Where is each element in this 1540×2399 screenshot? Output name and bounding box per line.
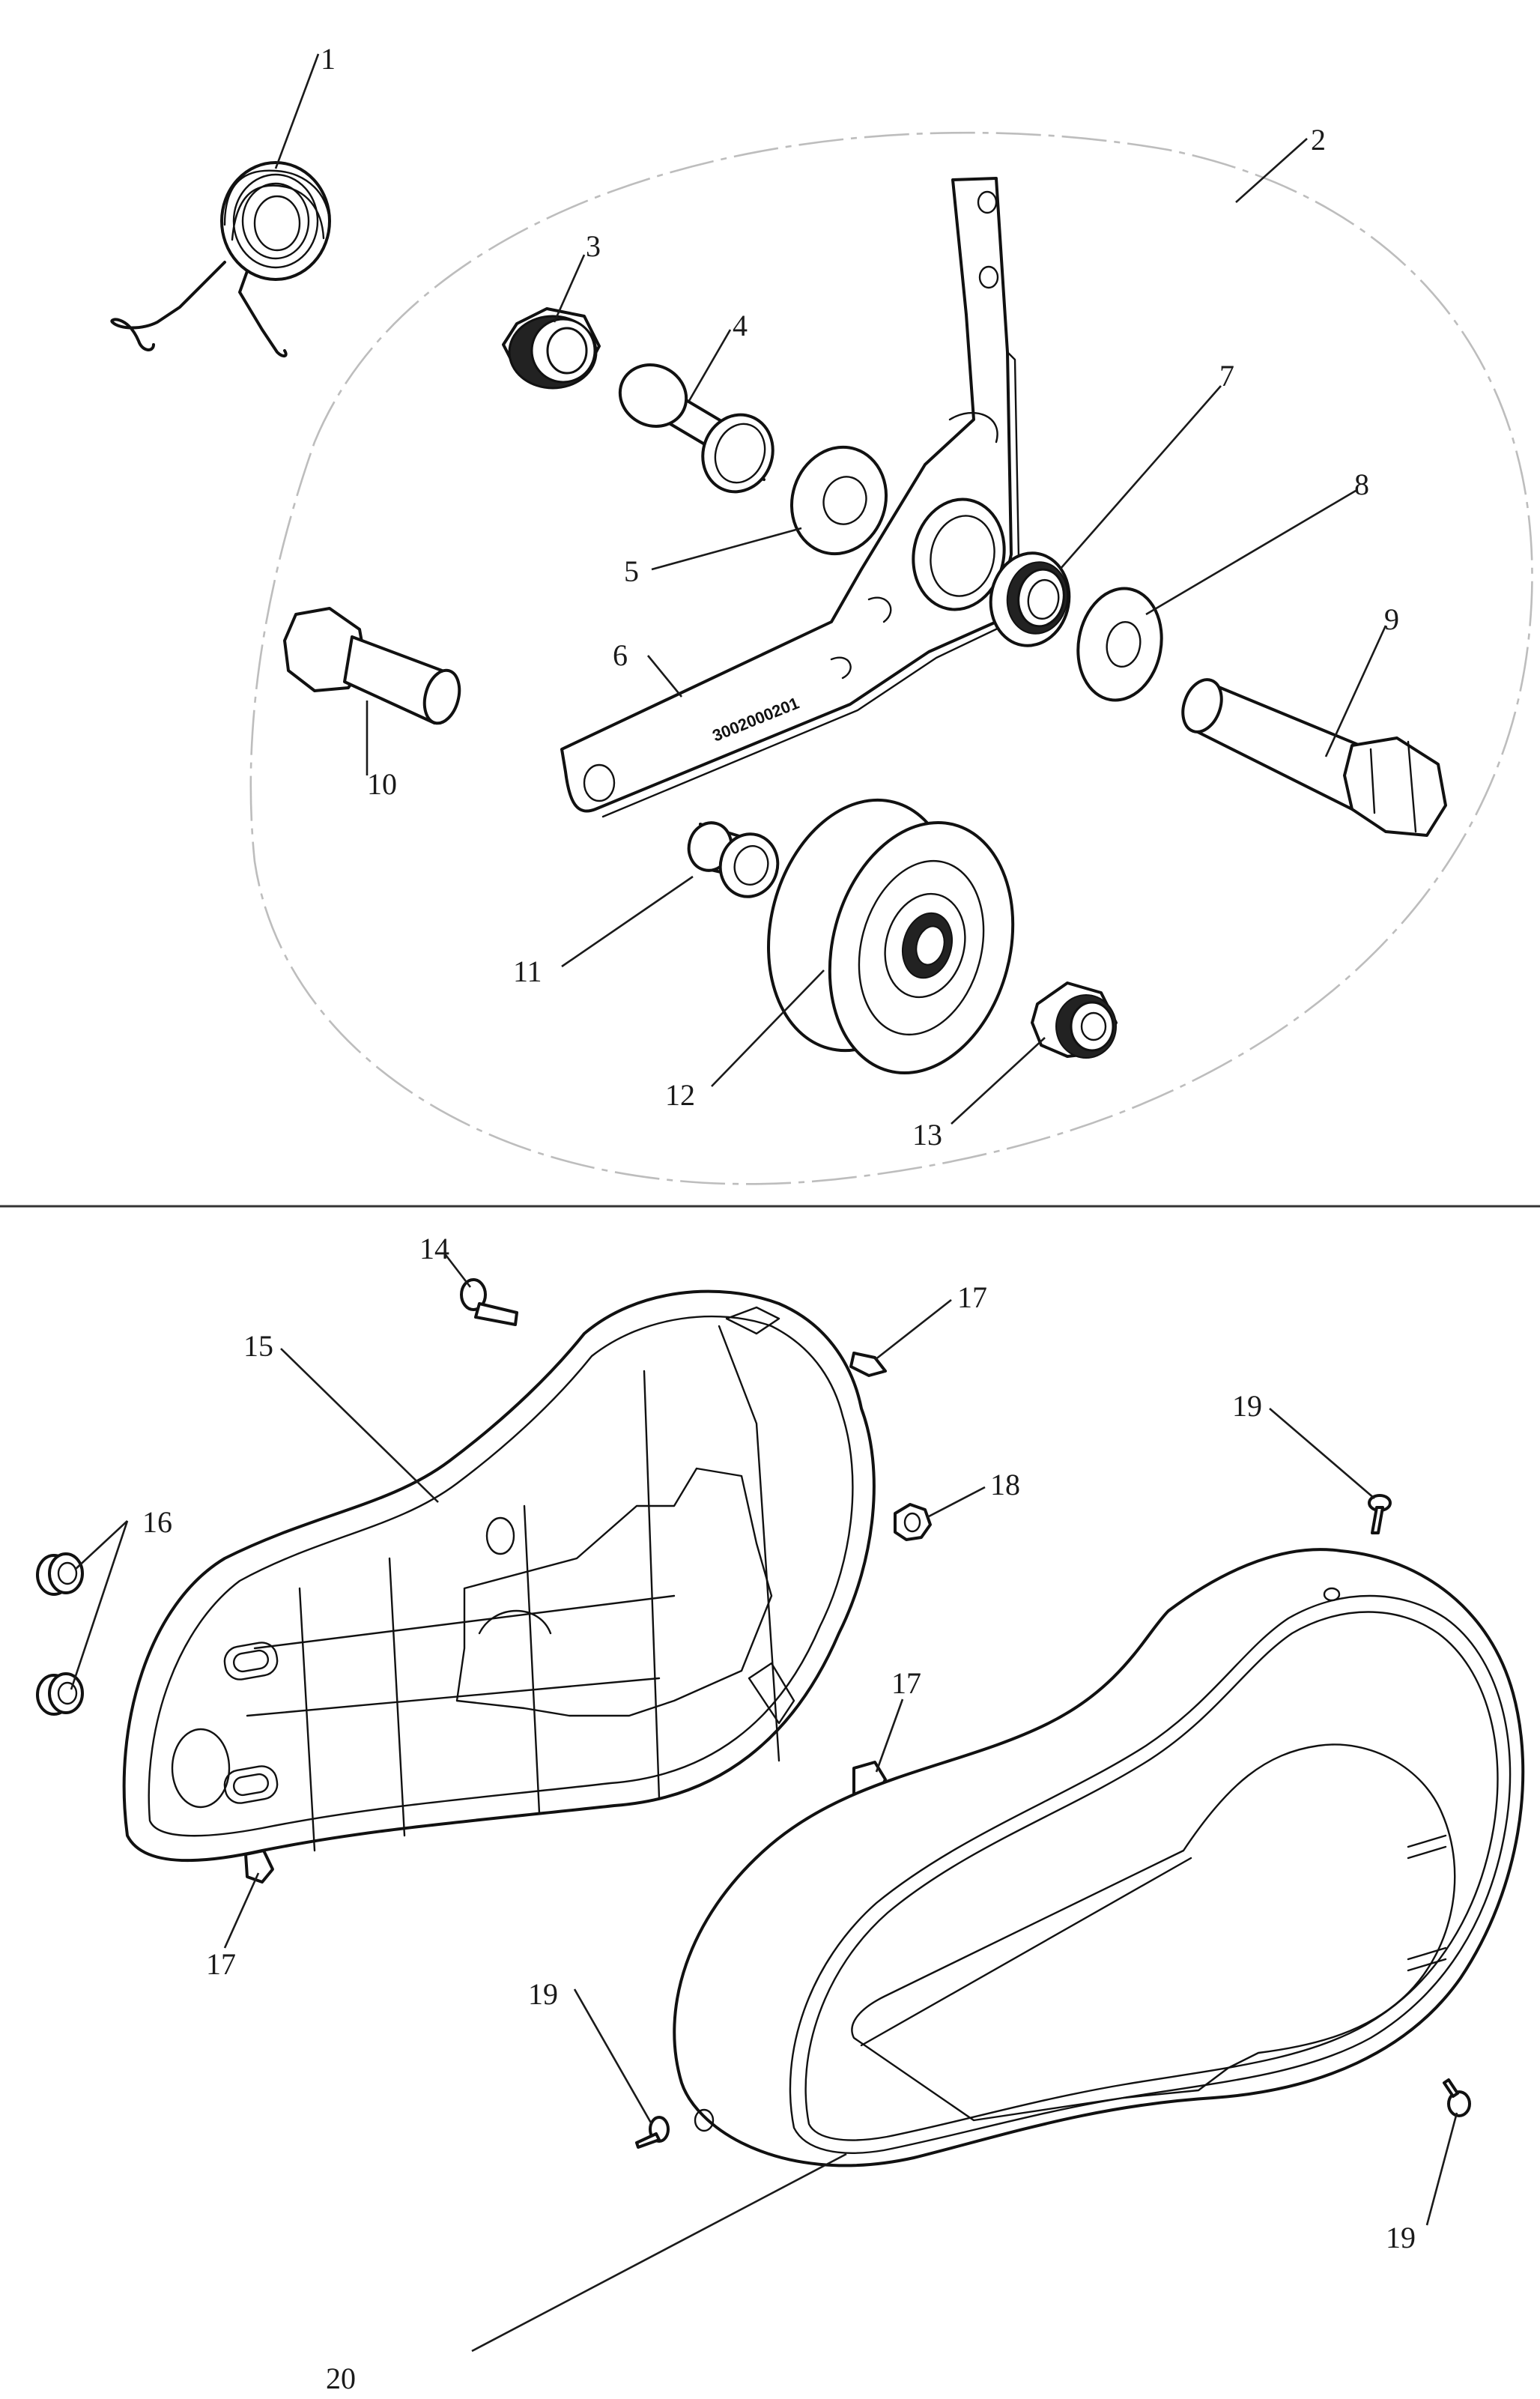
- callout-20: 20: [326, 2362, 356, 2395]
- flat-washer-5: [789, 445, 888, 556]
- rubber-bushings: [36, 1552, 84, 1716]
- callout-11: 11: [513, 955, 542, 988]
- callout-19-top: 19: [1232, 1389, 1262, 1423]
- callout-15: 15: [243, 1329, 273, 1363]
- inner-belt-guard: [122, 1289, 876, 1863]
- callout-12: 12: [665, 1078, 695, 1112]
- screw-top-right: [1368, 1494, 1392, 1534]
- speed-clip-bottom: [244, 1849, 274, 1884]
- flange-nut: [894, 1503, 932, 1541]
- flat-washer-8: [1076, 587, 1163, 702]
- speed-clip-top: [849, 1352, 887, 1377]
- callout-17-middle: 17: [891, 1666, 921, 1700]
- callout-7: 7: [1219, 359, 1234, 393]
- lock-nut-top: [502, 307, 601, 390]
- outer-belt-guard-cover: [673, 1548, 1525, 2167]
- callout-19-right: 19: [1386, 2221, 1416, 2254]
- leader-lines: [70, 53, 1458, 2353]
- callout-17-top: 17: [957, 1280, 987, 1314]
- idler-pulley: [767, 798, 1015, 1075]
- callout-10: 10: [367, 767, 397, 801]
- lock-nut-bottom: [1031, 981, 1118, 1059]
- screw-bottom-left: [635, 2116, 670, 2149]
- spacer-bushing: [687, 821, 780, 898]
- callout-4: 4: [733, 309, 748, 342]
- sleeve: [618, 363, 774, 494]
- callout-1: 1: [321, 42, 336, 76]
- callout-2: 2: [1311, 123, 1326, 157]
- callout-19-left: 19: [528, 1977, 558, 2011]
- callout-16: 16: [142, 1505, 172, 1539]
- callout-18: 18: [990, 1468, 1020, 1501]
- callout-numbers: 1 2 3 4 5 6 7 8 9 10 11 12 13 14 15 16 1…: [142, 42, 1416, 2395]
- subassembly-boundary: [249, 131, 1533, 1185]
- hex-bolt-right: [1181, 678, 1447, 837]
- callout-13: 13: [912, 1118, 942, 1152]
- callout-6: 6: [613, 638, 628, 672]
- callout-3: 3: [586, 229, 601, 263]
- callout-14: 14: [419, 1232, 449, 1265]
- callout-9: 9: [1384, 602, 1399, 636]
- callout-8: 8: [1354, 468, 1369, 501]
- idler-arm: 3002000201: [560, 177, 1020, 818]
- small-bolt: [460, 1278, 518, 1326]
- hex-bolt-left: [283, 607, 461, 725]
- torsion-spring: [110, 161, 331, 357]
- screw-bottom-right: [1443, 2078, 1471, 2117]
- callout-5: 5: [624, 554, 639, 588]
- flanged-bearing: [989, 551, 1071, 647]
- callout-17-bottom: 17: [206, 1947, 236, 1981]
